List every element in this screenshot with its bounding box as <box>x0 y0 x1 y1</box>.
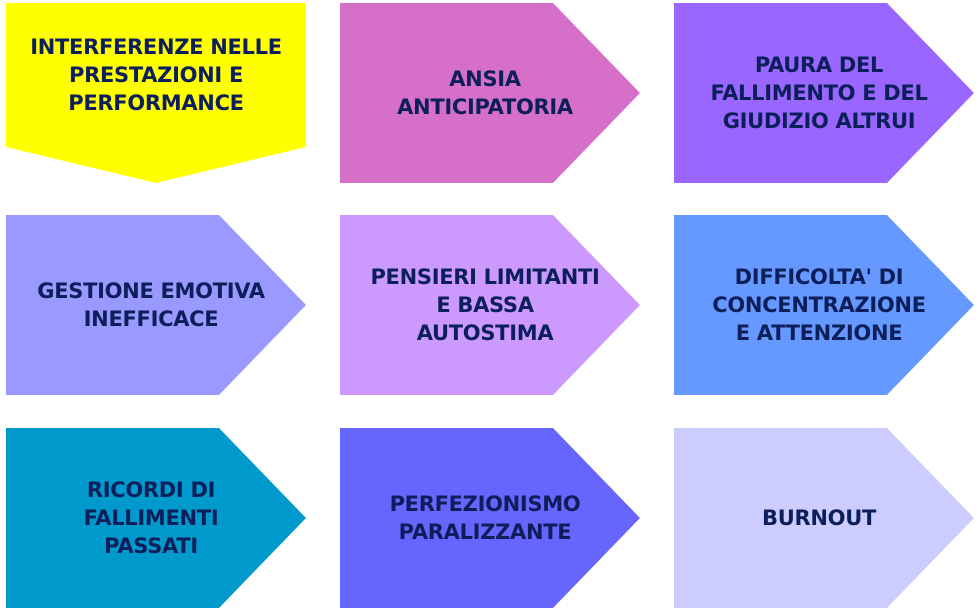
shape-label: PENSIERI LIMITANTI E BASSA AUTOSTIMA <box>370 265 600 345</box>
shape-label: DIFFICOLTA' DI CONCENTRAZIONE E ATTENZIO… <box>712 265 926 345</box>
arrow-gestione: GESTIONE EMOTIVA INEFFICACE <box>6 215 306 395</box>
arrow-perfezionismo: PERFEZIONISMO PARALIZZANTE <box>340 428 640 608</box>
shape-label: GESTIONE EMOTIVA INEFFICACE <box>37 279 265 331</box>
arrow-ansia: ANSIA ANTICIPATORIA <box>340 3 640 183</box>
arrow-ricordi: RICORDI DI FALLIMENTI PASSATI <box>6 428 306 608</box>
shape-label: PAURA DEL FALLIMENTO E DEL GIUDIZIO ALTR… <box>710 53 928 133</box>
arrow-difficolta: DIFFICOLTA' DI CONCENTRAZIONE E ATTENZIO… <box>674 215 974 395</box>
arrow-pensieri: PENSIERI LIMITANTI E BASSA AUTOSTIMA <box>340 215 640 395</box>
shape-interferenze: INTERFERENZE NELLE PRESTAZIONI E PERFORM… <box>6 3 306 183</box>
shape-label: ANSIA ANTICIPATORIA <box>397 67 573 119</box>
shape-label: BURNOUT <box>762 506 876 530</box>
shape-label: INTERFERENZE NELLE PRESTAZIONI E PERFORM… <box>30 35 282 115</box>
arrow-paura: PAURA DEL FALLIMENTO E DEL GIUDIZIO ALTR… <box>674 3 974 183</box>
shape-label: RICORDI DI FALLIMENTI PASSATI <box>83 478 219 558</box>
arrow-burnout: BURNOUT <box>674 428 974 608</box>
shape-label: PERFEZIONISMO PARALIZZANTE <box>389 492 581 544</box>
